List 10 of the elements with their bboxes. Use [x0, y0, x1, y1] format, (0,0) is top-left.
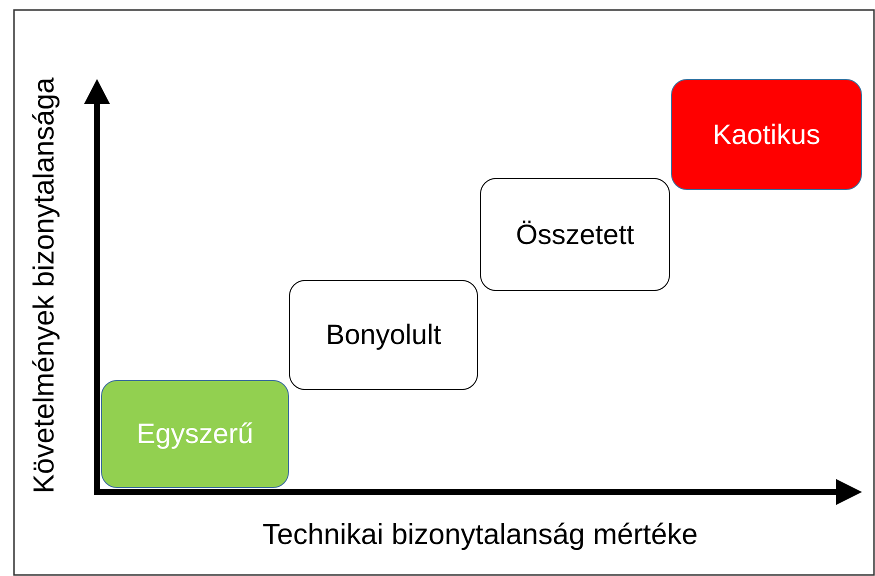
- level-label: Összetett: [516, 218, 634, 250]
- level-label: Bonyolult: [326, 319, 442, 351]
- level-box: [671, 79, 862, 190]
- level-box: [289, 280, 478, 390]
- level-label: Egyszerű: [136, 418, 254, 450]
- y-axis-title: Követelmények bizonytalansága: [28, 77, 62, 493]
- x-axis-title: Technikai bizonytalanság mértéke: [262, 518, 698, 552]
- level-label: Kaotikus: [712, 118, 820, 150]
- level-box: [101, 380, 289, 488]
- level-box: [480, 178, 670, 291]
